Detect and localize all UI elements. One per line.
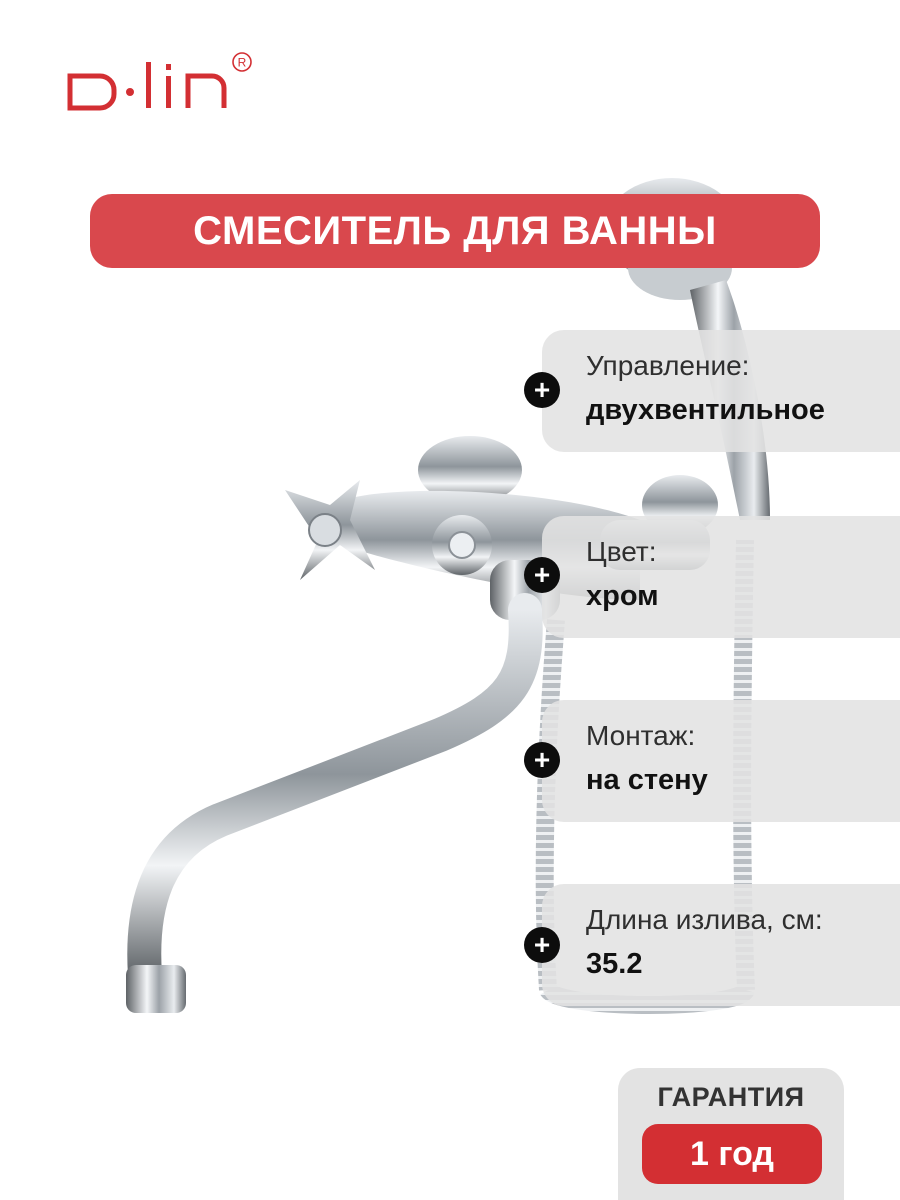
warranty-label: ГАРАНТИЯ xyxy=(657,1082,805,1112)
warranty-badge: 1 год xyxy=(642,1124,822,1184)
plus-icon[interactable]: + xyxy=(524,927,560,963)
plus-icon[interactable]: + xyxy=(524,372,560,408)
spec-card-color: Цвет: хром xyxy=(542,516,900,638)
plus-icon[interactable]: + xyxy=(524,742,560,778)
title-banner: СМЕСИТЕЛЬ ДЛЯ ВАННЫ xyxy=(90,194,820,268)
brand-logo: R xyxy=(66,50,266,114)
brand-logo-mark: R xyxy=(67,52,252,111)
spec-label: Длина излива, см: xyxy=(586,904,823,935)
spec-value: 35.2 xyxy=(586,948,643,980)
svg-text:R: R xyxy=(238,56,247,70)
spec-value: на стену xyxy=(586,764,708,796)
spec-label: Цвет: xyxy=(586,536,657,567)
spec-card-mounting: Монтаж: на стену xyxy=(542,700,900,822)
spec-label: Управление: xyxy=(586,350,750,381)
warranty-card: ГАРАНТИЯ 1 год xyxy=(618,1068,844,1200)
plus-icon[interactable]: + xyxy=(524,557,560,593)
spec-card-spout-length: Длина излива, см: 35.2 xyxy=(542,884,900,1006)
spec-value: хром xyxy=(586,580,659,612)
spec-value: двухвентильное xyxy=(586,394,825,426)
spec-card-control: Управление: двухвентильное xyxy=(542,330,900,452)
spec-label: Монтаж: xyxy=(586,720,696,751)
